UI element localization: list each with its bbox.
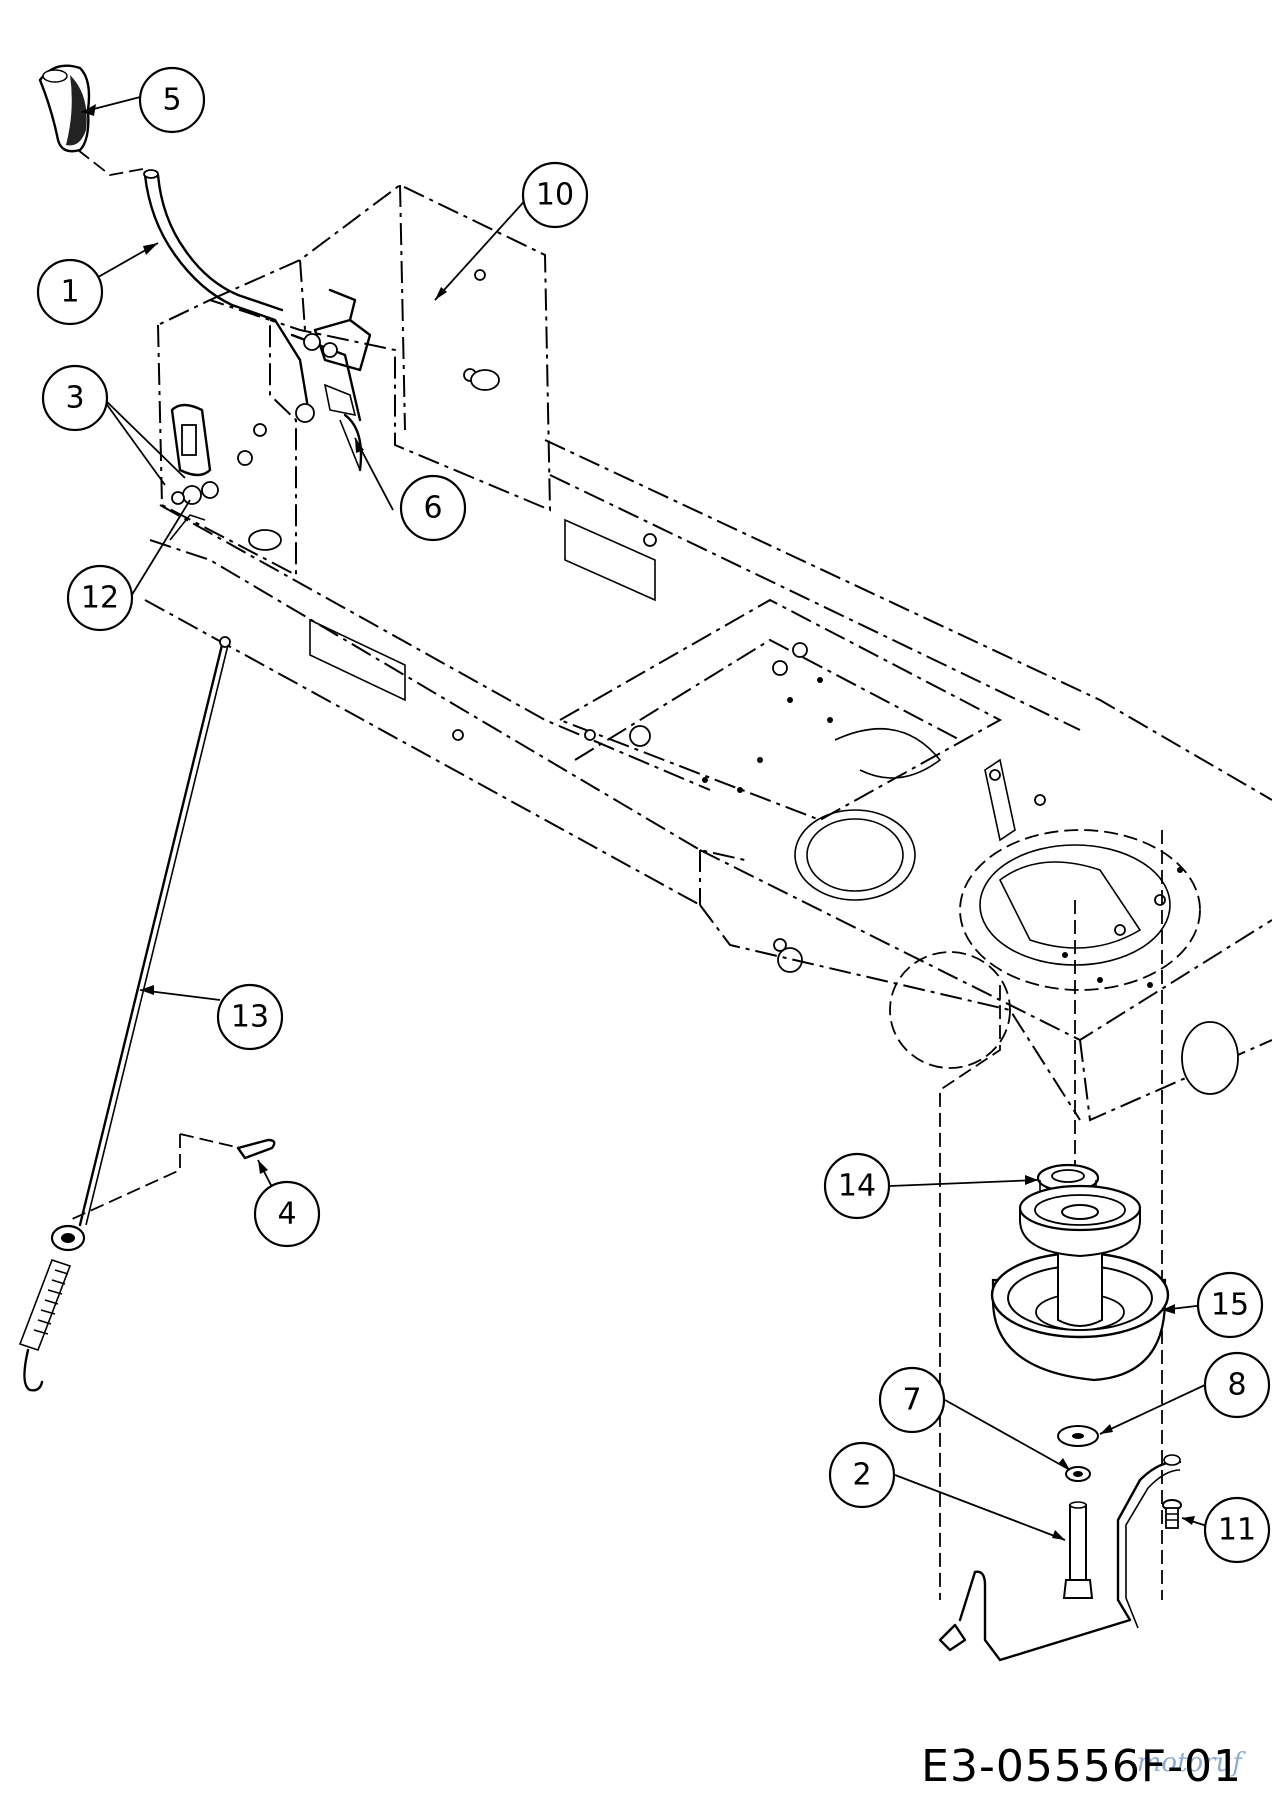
lift-rod bbox=[78, 636, 231, 1227]
drawing-code: E3-05556F-01 bbox=[921, 1741, 1242, 1792]
callout-1: 1 bbox=[36, 258, 104, 326]
callout-7: 7 bbox=[878, 1366, 946, 1434]
lockwasher-part-7 bbox=[1065, 1466, 1091, 1482]
bushing-part-14 bbox=[1036, 1163, 1100, 1200]
callout-label: 6 bbox=[423, 491, 442, 526]
watermark: motoruf bbox=[1136, 1748, 1242, 1778]
callout-2: 2 bbox=[828, 1441, 896, 1509]
screw-part-11 bbox=[1162, 1499, 1182, 1529]
lift-lever bbox=[143, 169, 362, 422]
lever-grip bbox=[38, 64, 91, 153]
tension-spring bbox=[18, 1224, 86, 1392]
callout-label: 15 bbox=[1211, 1288, 1249, 1323]
callout-label: 2 bbox=[852, 1458, 871, 1493]
callout-label: 1 bbox=[60, 275, 79, 310]
callout-label: 14 bbox=[838, 1169, 876, 1204]
callout-6: 6 bbox=[399, 474, 467, 542]
chassis-frame bbox=[144, 183, 1272, 1122]
callout-label: 3 bbox=[65, 381, 84, 416]
grip-link-line bbox=[77, 149, 149, 176]
callout-label: 10 bbox=[536, 178, 574, 213]
callout-14: 14 bbox=[823, 1152, 891, 1220]
callout-label: 7 bbox=[902, 1383, 921, 1418]
frame-pulley-openings bbox=[794, 728, 1201, 1069]
callout-5: 5 bbox=[138, 66, 206, 134]
leader-lines bbox=[81, 94, 1211, 1541]
callout-label: 4 bbox=[277, 1197, 296, 1232]
callout-label: 11 bbox=[1218, 1513, 1256, 1548]
frame-edge-lines bbox=[699, 830, 1163, 1600]
callout-label: 12 bbox=[81, 581, 119, 616]
bolt-part-2 bbox=[1062, 1501, 1094, 1599]
callout-label: 5 bbox=[162, 83, 181, 118]
hairpin-clip bbox=[69, 1133, 276, 1221]
callout-15: 15 bbox=[1196, 1271, 1264, 1339]
callout-8: 8 bbox=[1203, 1351, 1271, 1419]
chassis-holes bbox=[237, 269, 1239, 1095]
washer-part-8 bbox=[1057, 1425, 1099, 1447]
callout-11: 11 bbox=[1203, 1496, 1271, 1564]
callout-13: 13 bbox=[216, 983, 284, 1051]
side-plate-hardware bbox=[169, 403, 219, 541]
lever-linkage bbox=[295, 288, 372, 472]
callout-3: 3 bbox=[41, 364, 109, 432]
callout-10: 10 bbox=[521, 161, 589, 229]
callout-4: 4 bbox=[253, 1180, 321, 1248]
callout-label: 8 bbox=[1227, 1368, 1246, 1403]
idler-bracket-rod bbox=[938, 1454, 1182, 1662]
callout-12: 12 bbox=[66, 564, 134, 632]
pulley-part-15 bbox=[990, 1184, 1170, 1382]
callout-label: 13 bbox=[231, 1000, 269, 1035]
